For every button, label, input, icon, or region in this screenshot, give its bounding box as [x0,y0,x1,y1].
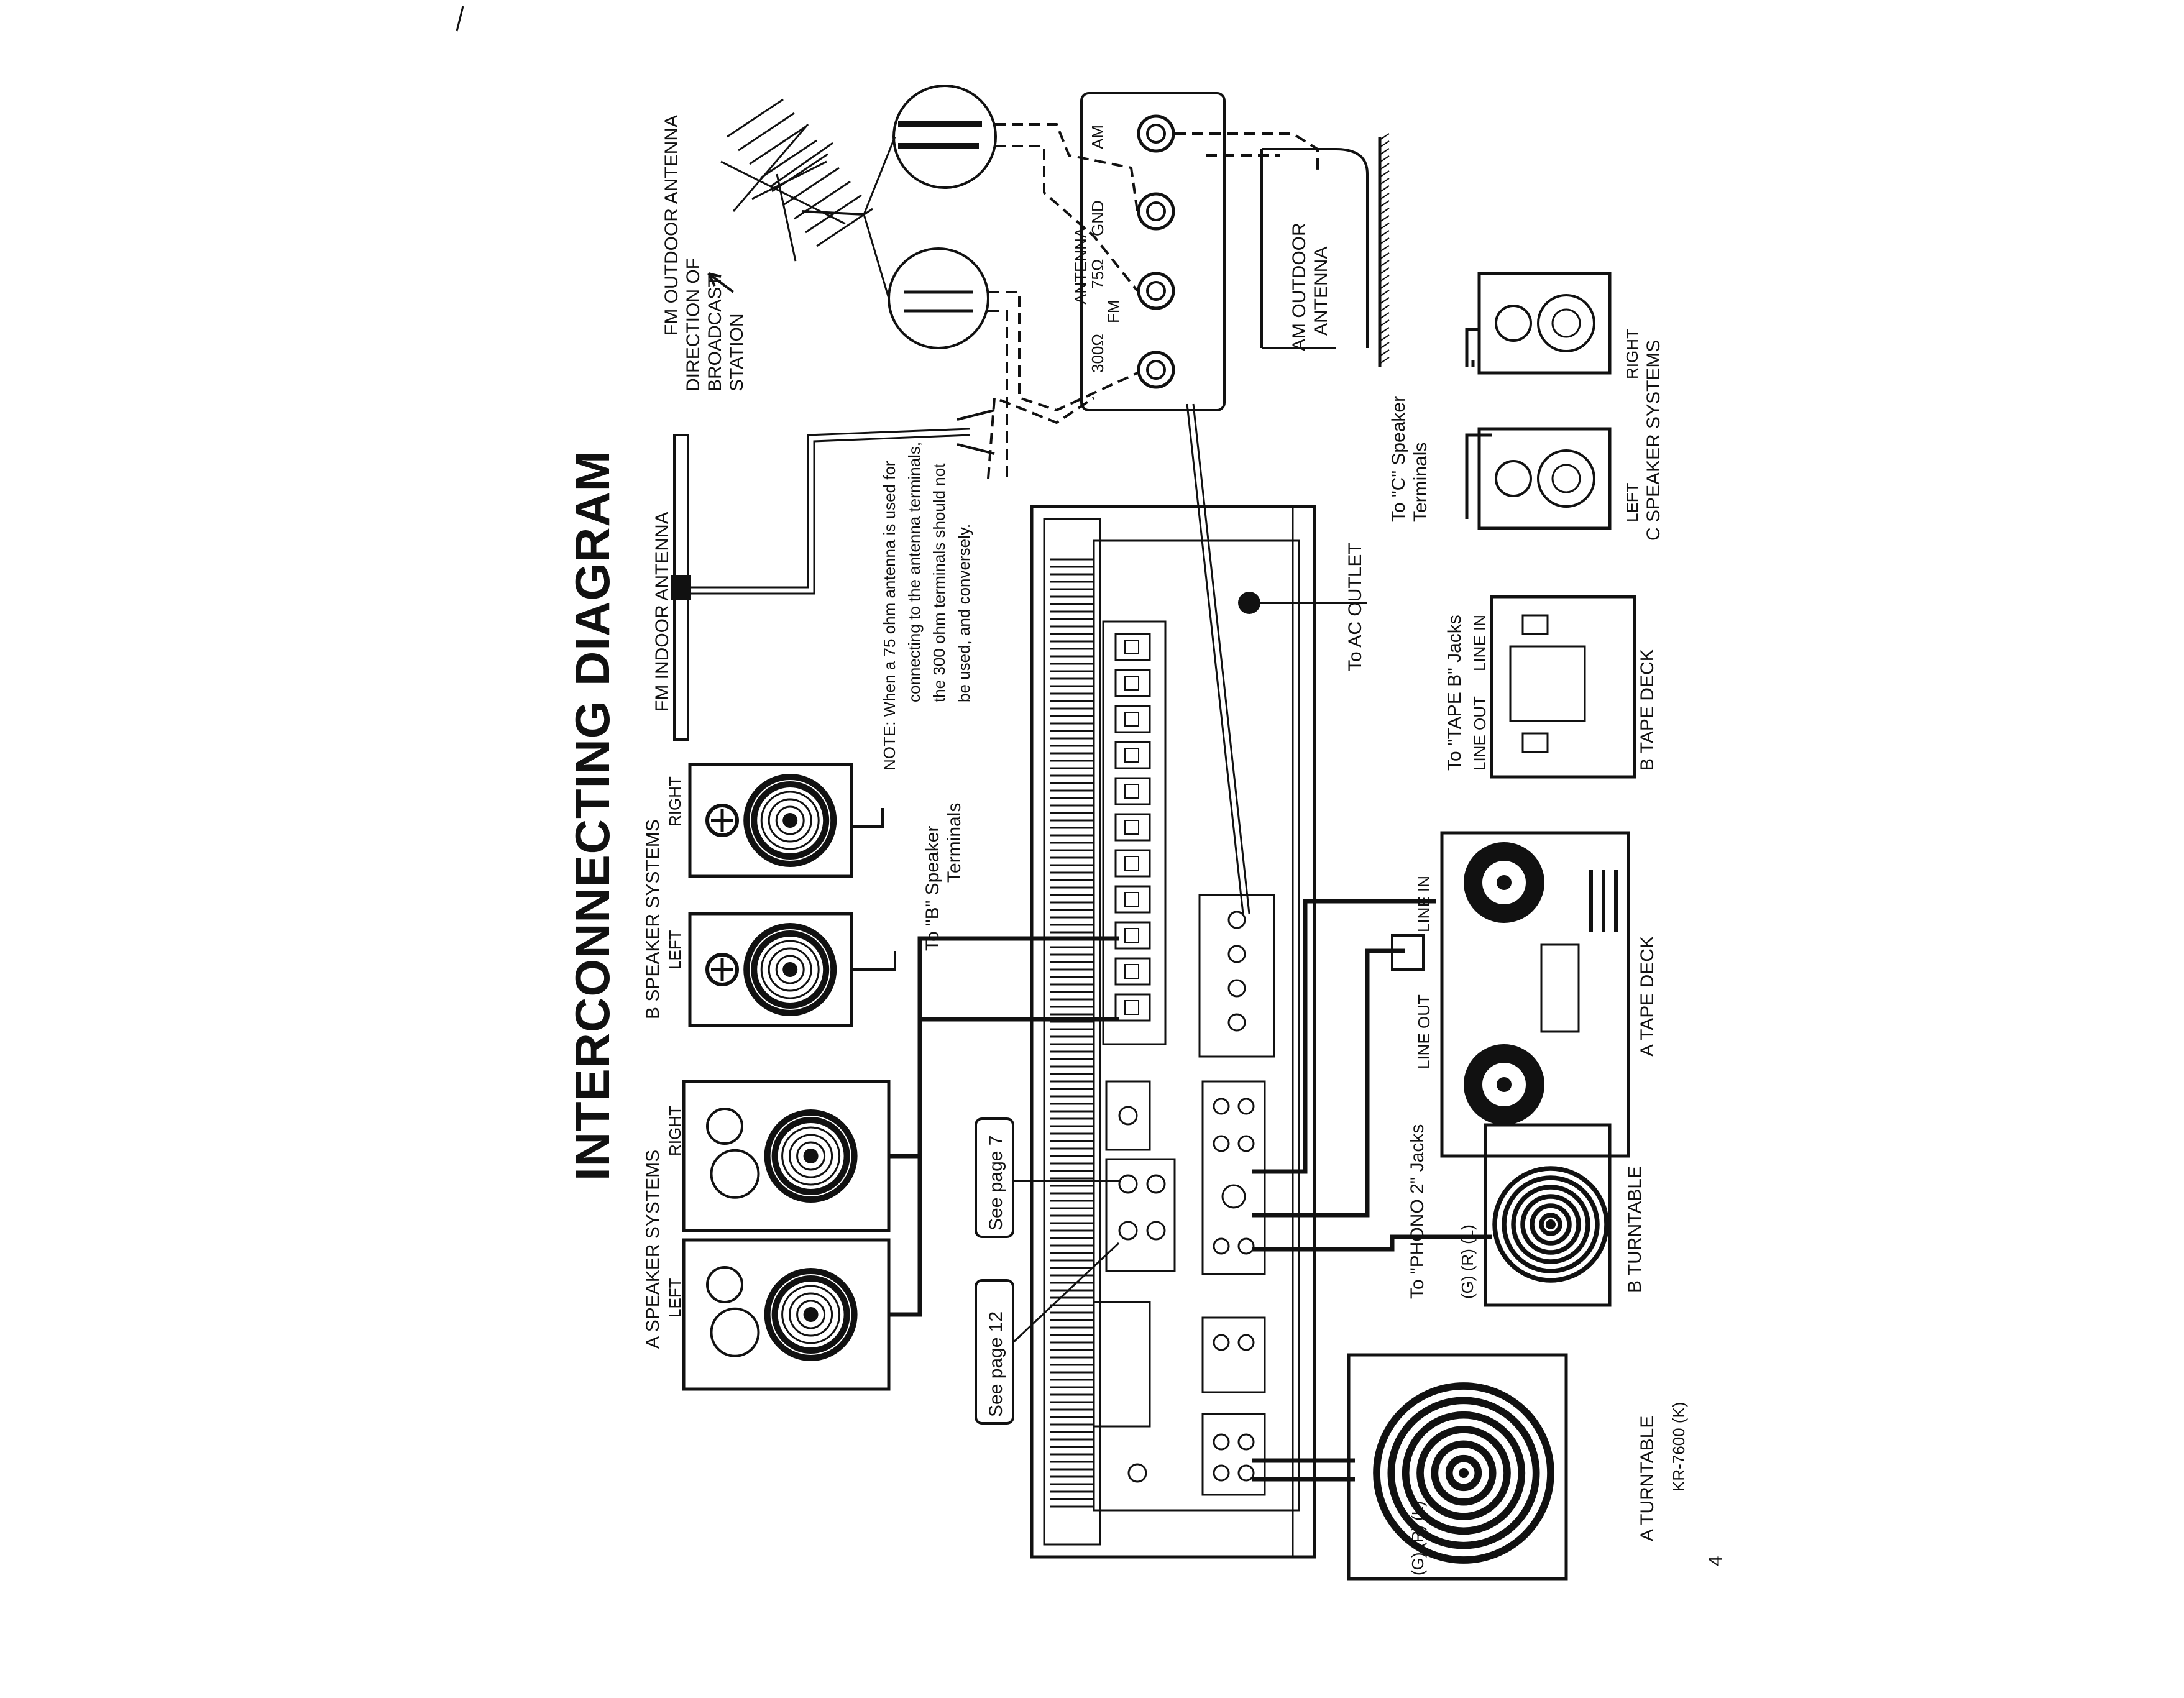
see-page-callouts: See page 7 See page 12 [975,1117,1120,1425]
speaker-cabinet [688,912,853,1027]
a-speakers-label: A SPEAKER SYSTEMS [643,1150,663,1349]
gnd-terminal-icon [1127,1463,1147,1483]
a-turntable-cable [1252,1458,1355,1482]
b-tape-deck-label: B TAPE DECK [1637,649,1658,771]
b-turntable-platter [1492,1166,1609,1283]
fm-indoor-antenna: FM INDOOR ANTENNA [652,409,995,741]
aux-jack-block [1201,1316,1266,1393]
note-line-4: be used, and conversely. [955,524,973,702]
b-speakers-right-label: RIGHT [666,776,684,827]
to-c-terminals-label-1: To "C" Speaker [1388,396,1409,522]
phono-jack-block [1201,1413,1266,1496]
adaptor-block [1105,1158,1176,1272]
c-speaker-systems [1465,272,1612,530]
note-line-2: connecting to the antenna terminals, [905,442,924,702]
see-page-7-label: See page 7 [986,1136,1006,1231]
antenna-terminal-block: AM GND ANTENNA 75Ω FM 300Ω [1071,92,1226,411]
b-turntable-cable [1252,1234,1492,1252]
term-300-label: 300Ω [1088,334,1107,373]
b-turntable-label: B TURNTABLE [1625,1166,1645,1293]
c-speakers-right-label: RIGHT [1623,329,1641,379]
c-speakers-left-label: LEFT [1623,482,1641,522]
cable-detail-circles [863,85,997,349]
speaker-cabinet [688,763,853,878]
direction-label-3: STATION [727,313,747,392]
direction-arrow-icon [707,272,735,293]
fm-det-out-block [1105,1080,1151,1151]
a-turntable: A TURNTABLE (G) (R) (L) [1347,1353,1658,1581]
speaker-cables [851,360,1492,1317]
direction-label-2: BROADCAST [705,275,725,392]
yagi-elements [727,98,873,247]
fm-outdoor-antenna: FM OUTDOOR ANTENNA DIRECTION OF BROADCAS… [661,98,873,392]
direction-label-1: DIRECTION OF [683,258,704,392]
am-outdoor-label-1: AM OUTDOOR [1289,223,1310,351]
ac-outlet-label: To AC OUTLET [1345,543,1365,671]
panel-antenna-block [1198,894,1275,1058]
fm-outdoor-antenna-label: FM OUTDOOR ANTENNA [661,115,682,336]
label-plate [1093,1301,1151,1428]
to-phono2-label: To "PHONO 2" Jacks [1407,1124,1428,1299]
c-speakers-label: C SPEAKER SYSTEMS [1643,340,1664,541]
din-jack-icon [1221,1184,1246,1209]
to-b-terminals-label-2: Terminals [944,803,965,883]
to-c-terminals-label-2: Terminals [1410,443,1431,522]
a-turntable-platter [1373,1382,1554,1564]
see-page-7-box [975,1117,1014,1238]
heatsink-fins [1050,558,1094,1508]
am-outdoor-label-2: ANTENNA [1311,247,1331,336]
a-tape-cables [1252,899,1436,1218]
see-page-12-label: See page 12 [986,1311,1006,1417]
a-speakers-right-label: RIGHT [666,1106,684,1156]
b-tape-line-in-label: LINE IN [1471,615,1489,671]
note-line-3: the 300 ohm terminals should not [930,463,948,702]
b-speakers-label: B SPEAKER SYSTEMS [643,819,663,1019]
c-speaker-right [1477,272,1612,375]
speaker-terminals [1114,633,1151,1022]
term-am-label: AM [1088,125,1107,149]
a-speakers-left-label: LEFT [666,1278,684,1318]
to-tape-b-label: To "TAPE B" Jacks [1444,615,1465,771]
antenna-connections [987,123,1319,479]
term-fm-label: FM [1104,300,1122,323]
wall-hatching [1379,133,1390,364]
a-tape-deck-label: A TAPE DECK [1637,936,1658,1057]
b-speakers-left-label: LEFT [666,930,684,970]
term-75-label: 75Ω [1088,259,1107,289]
see-page-12-box [975,1279,1014,1425]
term-gnd-label: GND [1088,200,1107,236]
a-tape-deck: A TAPE DECK LINE IN LINE OUT [1415,831,1658,1158]
a-turntable-label: A TURNTABLE [1637,1416,1658,1541]
to-b-terminals-label-1: To "B" Speaker [922,826,943,951]
page-number: 4 [1705,1556,1726,1566]
model-code: KR-7600 (K) [1669,1402,1688,1492]
page-title: INTERCONNECTING DIAGRAM [565,450,620,1181]
a-tape-line-in-label: LINE IN [1415,876,1433,932]
fm-indoor-antenna-label: FM INDOOR ANTENNA [652,512,672,712]
antenna-panel-label: ANTENNA [1071,227,1090,305]
b-tape-deck: B TAPE DECK To "TAPE B" Jacks LINE IN LI… [1444,595,1658,779]
b-turntable: B TURNTABLE To "PHONO 2" Jacks (G) (R) (… [1407,1123,1645,1307]
speaker-cabinet [682,1238,891,1391]
tape-jack-block [1201,1080,1266,1275]
b-tape-line-out-label: LINE OUT [1471,696,1489,771]
speaker-systems [682,763,891,1391]
a-tape-line-out-label: LINE OUT [1415,994,1433,1069]
speaker-terminal-strip [1102,620,1167,1045]
speaker-cabinet [682,1080,891,1232]
receiver-rear-panel [1030,505,1316,1559]
note-line-1: NOTE: When a 75 ohm antenna is used for [880,461,899,771]
c-speaker-left [1477,427,1612,530]
antenna-note: NOTE: When a 75 ohm antenna is used for … [880,442,973,771]
am-outdoor-antenna: AM OUTDOOR ANTENNA [1260,133,1390,367]
a-turntable-grl: (G) (R) (L) [1408,1501,1427,1576]
scan-mark [456,6,464,32]
